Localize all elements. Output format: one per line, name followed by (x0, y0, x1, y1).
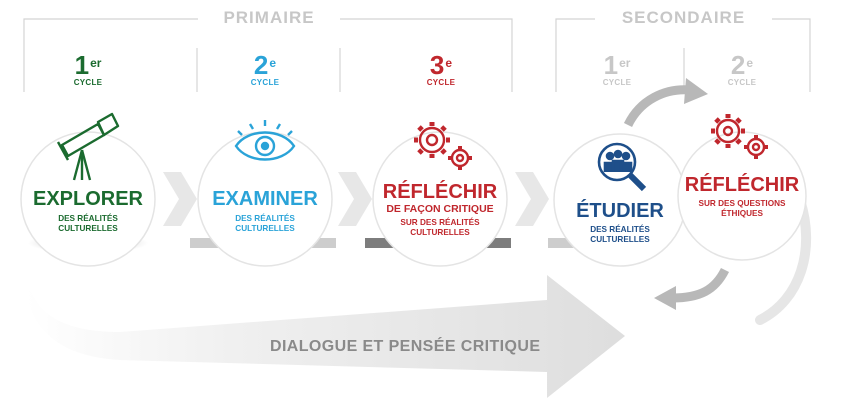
cycle-2-secondaire: 2e CYCLE (727, 50, 757, 87)
cycle-arrows (623, 78, 730, 310)
stage-desc-line2: CULTURELLES (590, 235, 650, 244)
stage-etudier: ÉTUDIER DES RÉALITÉS CULTURELLES (550, 200, 690, 245)
chevron-right-icon (163, 172, 549, 226)
stage-explorer: EXPLORER DES RÉALITÉS CULTURELLES (18, 188, 158, 234)
primaire-header: PRIMAIRE (223, 8, 315, 27)
stage-title: RÉFLÉCHIR (382, 181, 498, 203)
cycle-3-primaire: 3e CYCLE (426, 50, 456, 87)
stage-title: EXPLORER (32, 188, 144, 210)
gears-icon (414, 122, 472, 170)
cycle-1-secondaire: 1er CYCLE (602, 50, 632, 87)
stage-desc-line2: ÉTHIQUES (721, 209, 763, 218)
stage-desc-line1: DES RÉALITÉS (58, 214, 118, 223)
gears-icon (711, 114, 768, 159)
stage-desc-line2: CULTURELLES (58, 224, 118, 233)
cycle-2-primaire: 2e CYCLE (250, 50, 280, 87)
stage-reflechir-ethique: RÉFLÉCHIR SUR DES QUESTIONS ÉTHIQUES (672, 174, 812, 219)
secondaire-bracket (555, 18, 811, 92)
stage-desc-line1: SUR DES QUESTIONS (698, 199, 786, 208)
stage-desc-line1: SUR DES RÉALITÉS (400, 218, 480, 227)
cycle-1-primaire: 1er CYCLE (73, 50, 103, 87)
magnifier-people-icon (597, 142, 647, 192)
stage-subtitle: DE FAÇON CRITIQUE (386, 203, 494, 215)
dialogue-arrow (25, 262, 625, 398)
stage-reflechir-critique: RÉFLÉCHIR DE FAÇON CRITIQUE SUR DES RÉAL… (370, 181, 510, 238)
stage-title: RÉFLÉCHIR (684, 174, 800, 196)
eye-icon (234, 120, 296, 161)
stage-title: ÉTUDIER (576, 200, 664, 222)
stage-desc-line2: CULTURELLES (235, 224, 295, 233)
stage-desc-line2: CULTURELLES (410, 228, 470, 237)
stage-desc-line1: DES RÉALITÉS (235, 214, 295, 223)
secondaire-header: SECONDAIRE (621, 8, 746, 27)
telescope-icon (56, 112, 120, 181)
primaire-bracket (23, 18, 513, 92)
stage-examiner: EXAMINER DES RÉALITÉS CULTURELLES (195, 188, 335, 234)
stage-title: EXAMINER (212, 188, 318, 210)
dialogue-label: DIALOGUE ET PENSÉE CRITIQUE (270, 338, 541, 355)
stage-desc-line1: DES RÉALITÉS (590, 225, 650, 234)
